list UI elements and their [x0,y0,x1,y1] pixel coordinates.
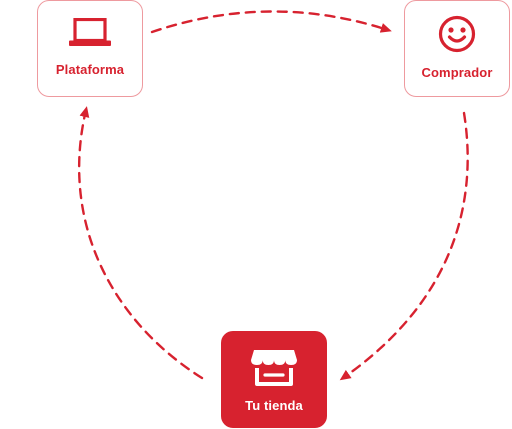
arrow-plataforma-to-comprador [150,10,392,34]
arrow-tienda-to-plataforma [78,106,204,380]
smiley-face-icon [438,15,476,53]
node-label-plataforma: Plataforma [55,62,125,77]
node-plataforma: Plataforma [37,0,143,97]
node-tu-tienda: Tu tienda [221,331,327,428]
node-label-tu-tienda: Tu tienda [245,398,303,413]
storefront-icon [251,350,297,386]
node-comprador: Comprador [404,0,510,97]
laptop-icon [69,18,111,46]
arrow-comprador-to-tienda [339,111,469,381]
node-label-comprador: Comprador [421,65,493,80]
